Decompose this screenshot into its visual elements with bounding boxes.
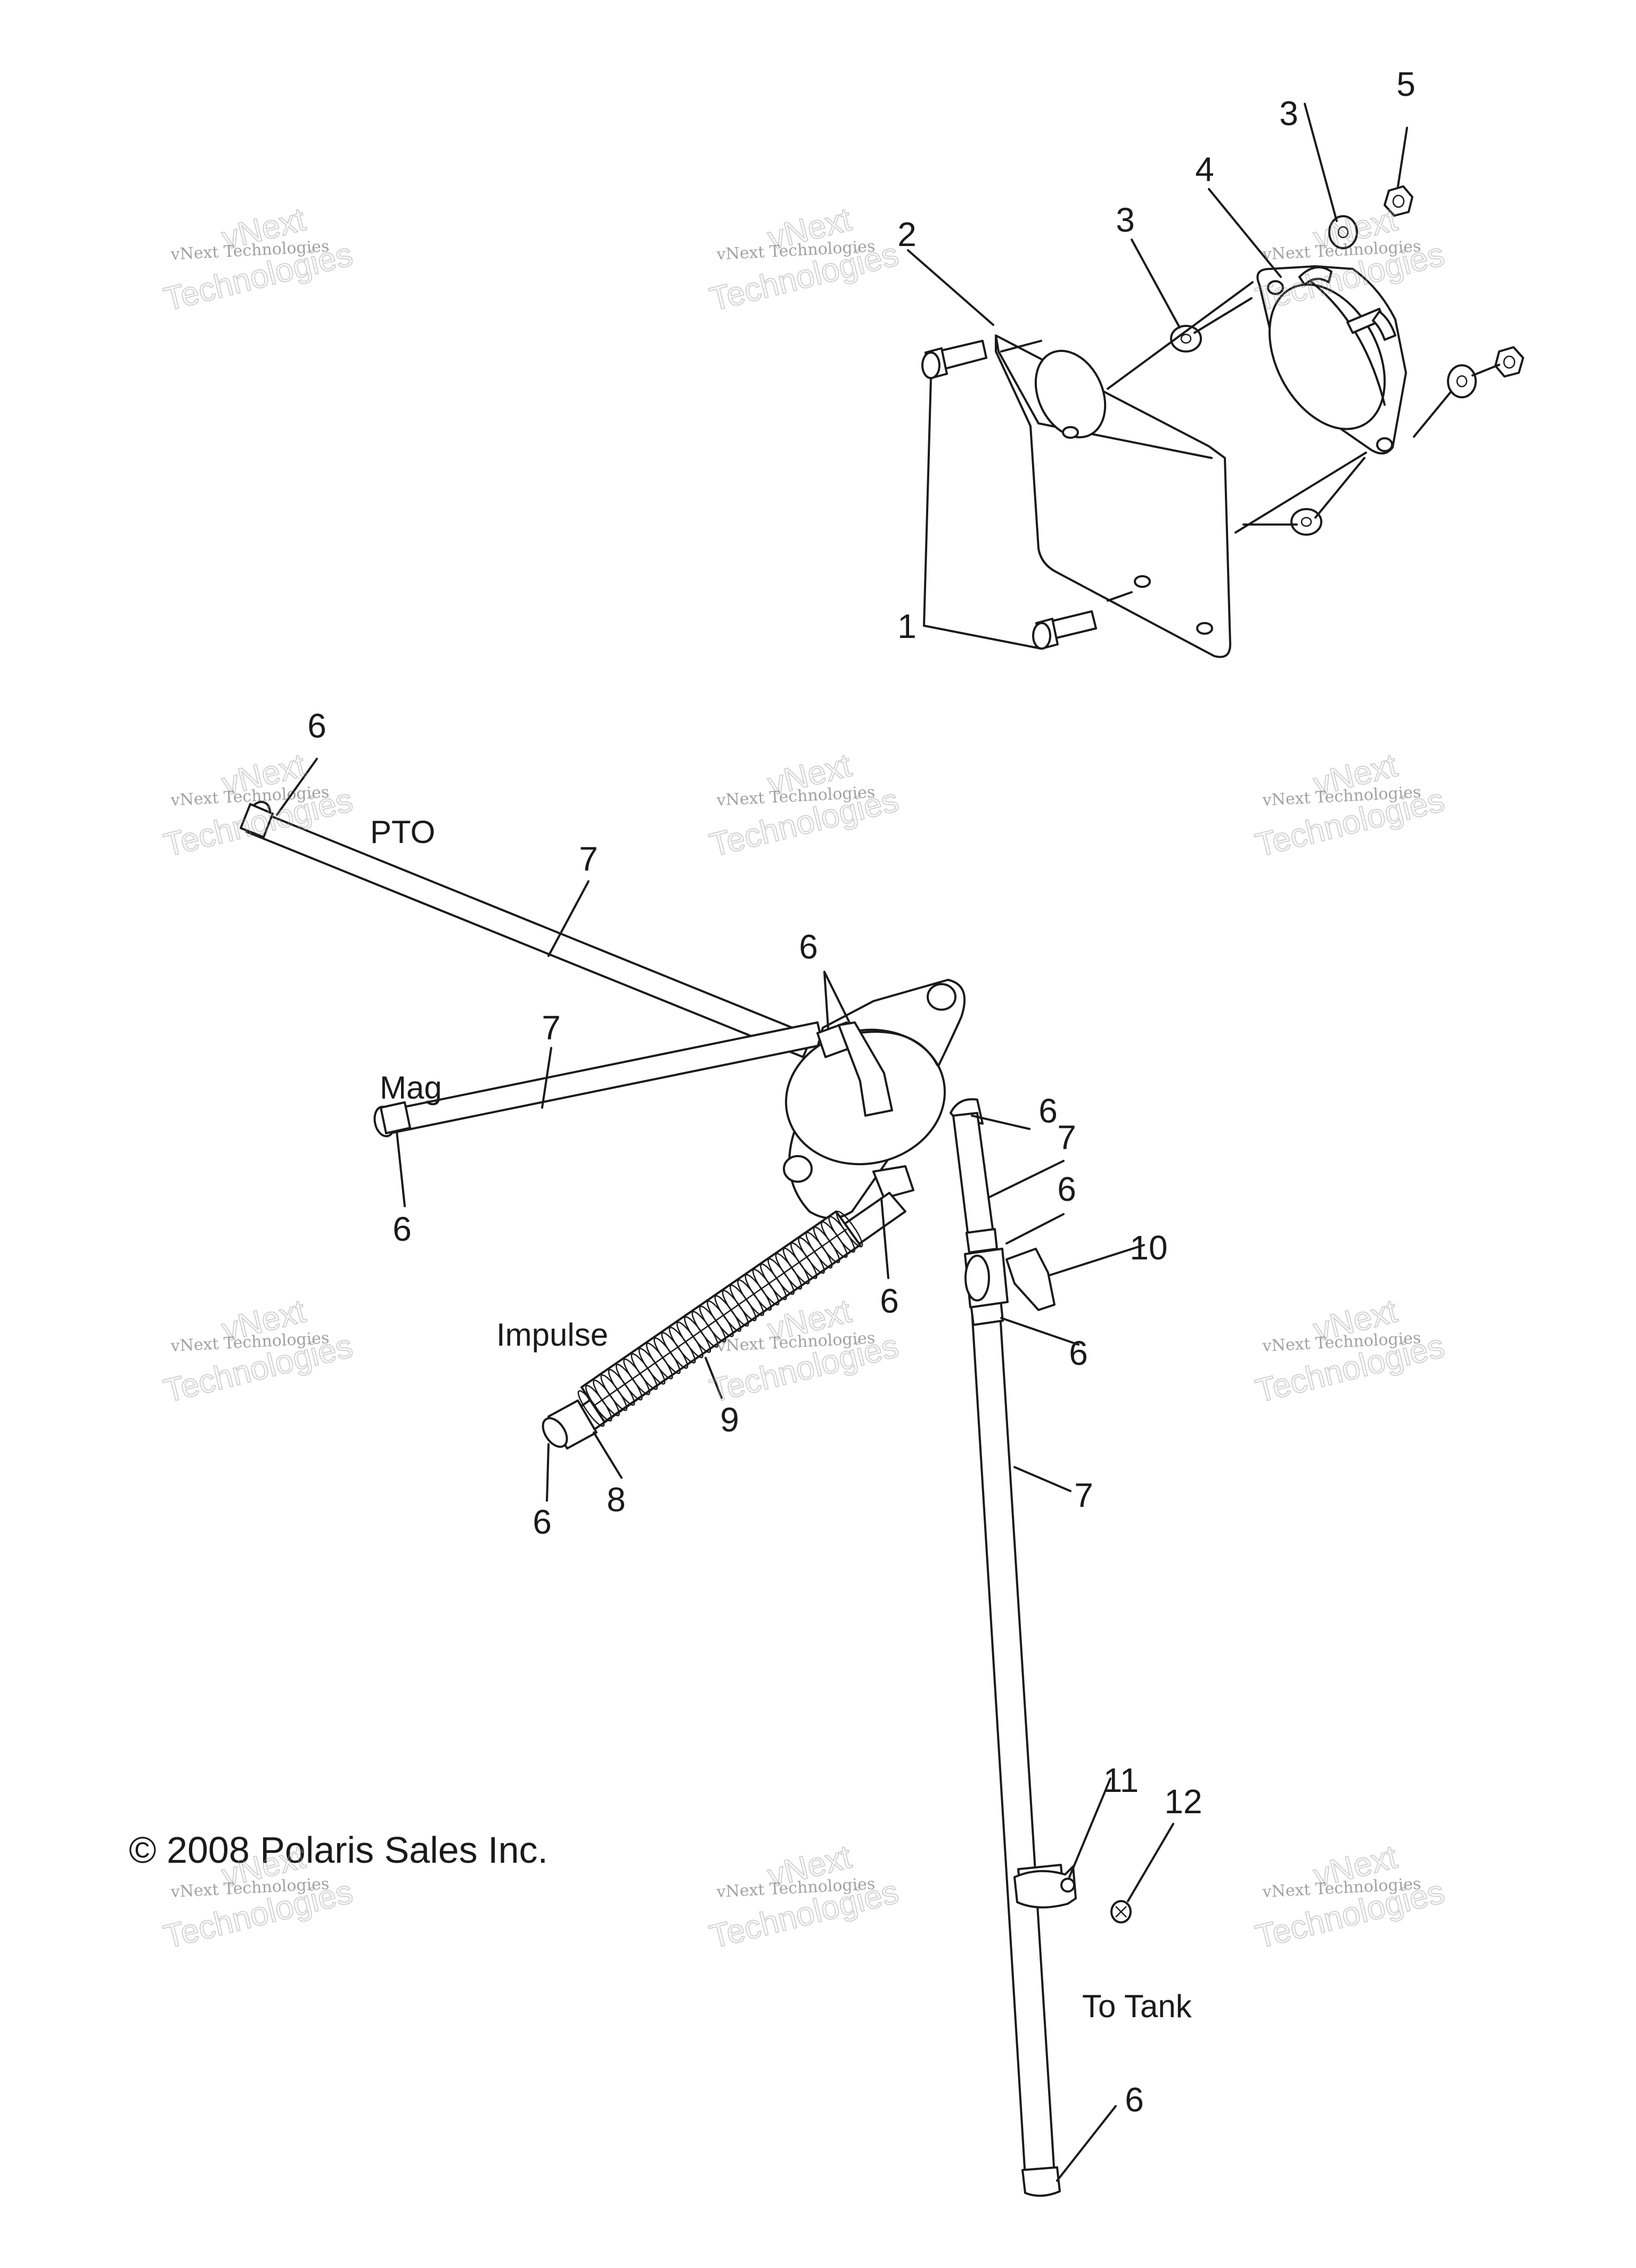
hose-clamp (240, 803, 274, 838)
callout-12: 12 (1164, 1782, 1202, 1821)
copyright-notice: © 2008 Polaris Sales Inc. (129, 1829, 548, 1871)
shutoff-valve (964, 1248, 1056, 1311)
pump-fitting (872, 1165, 914, 1199)
callout-6: 6 (1057, 1170, 1076, 1208)
callout-8: 8 (607, 1480, 626, 1519)
mount-ear (927, 983, 956, 1011)
hose-clip (1013, 1865, 1077, 1909)
nut-right (1494, 346, 1524, 378)
spring-coil (836, 1210, 863, 1248)
callout-4: 4 (1195, 150, 1214, 189)
mount-bracket-assembly (995, 334, 1231, 658)
callout-11: 11 (1103, 1761, 1139, 1799)
pto-label: PTO (370, 814, 435, 850)
bolt-lower (1032, 610, 1097, 650)
bracket-hole-large (1034, 349, 1107, 439)
washer-right (1447, 364, 1477, 398)
mount-ear (783, 1155, 813, 1183)
callout-6: 6 (1069, 1334, 1088, 1372)
fuel-pump-lower (783, 979, 984, 1219)
callout-6: 6 (533, 1503, 552, 1541)
centerline (1471, 364, 1500, 376)
callout-7: 7 (1057, 1118, 1076, 1157)
bracket-hole (1062, 426, 1079, 439)
to-tank-label: To Tank (1082, 1988, 1192, 2024)
impulse-label: Impulse (496, 1317, 608, 1353)
callout-6: 6 (799, 928, 818, 966)
pump-fitting (838, 1021, 893, 1117)
centerline (1314, 457, 1365, 519)
washer-left (1170, 325, 1202, 353)
washer-lower-left (1290, 508, 1322, 536)
callout-6: 6 (307, 707, 326, 745)
callout-3: 3 (1279, 94, 1298, 133)
centerline (1413, 390, 1452, 438)
callout-7: 7 (579, 840, 598, 878)
leader-lines (276, 103, 1408, 2182)
callout-7: 7 (542, 1009, 561, 1047)
washer-top (1328, 215, 1358, 249)
callout-6: 6 (1125, 2081, 1144, 2119)
callout-5: 5 (1396, 65, 1416, 103)
callout-7: 7 (1074, 1476, 1093, 1514)
callout-6: 6 (880, 1282, 899, 1320)
callout-numbers: 1 2 3 3 4 5 6 6 6 6 6 6 6 6 6 7 7 7 7 8 … (307, 65, 1416, 2119)
bracket-hole (1196, 622, 1213, 635)
hose-clamp (966, 1228, 998, 1254)
callout-2: 2 (897, 215, 917, 253)
pto-hose (240, 800, 813, 1058)
fuel-pump-upper (1256, 265, 1407, 455)
impulse-spring-guard (577, 1210, 863, 1427)
centerline (1234, 452, 1367, 534)
centerline (1193, 297, 1253, 334)
callout-3: 3 (1116, 201, 1135, 239)
bolt-upper (921, 340, 987, 379)
nut-top (1384, 185, 1413, 217)
bracket-hole (1134, 575, 1151, 588)
callout-10: 10 (1130, 1229, 1167, 1267)
callout-6: 6 (1038, 1092, 1058, 1130)
clip-screw (1110, 1900, 1132, 1923)
mag-label: Mag (380, 1070, 442, 1106)
hose-clamp (380, 1101, 411, 1134)
callout-6: 6 (392, 1210, 412, 1248)
callout-1: 1 (897, 607, 917, 645)
centerline (1107, 281, 1254, 390)
callout-9: 9 (720, 1401, 739, 1439)
hose-end-fitting (1021, 2166, 1061, 2197)
